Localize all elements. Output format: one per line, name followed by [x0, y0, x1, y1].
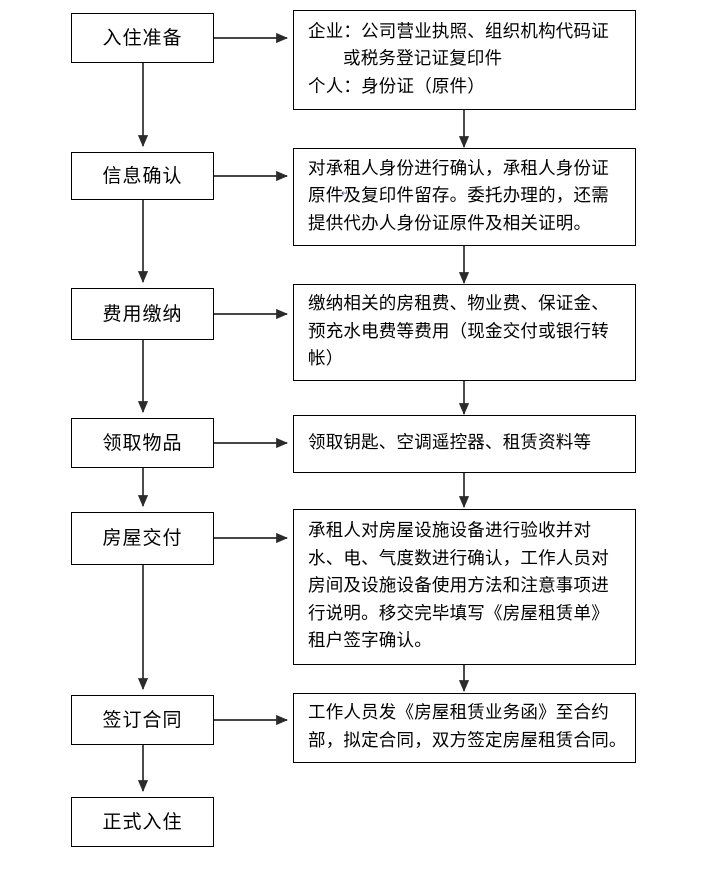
detail-line: 个人：身份证（原件） [308, 76, 485, 97]
detail-line: 工作人员发《房屋租赁业务函》至合约 [308, 703, 609, 724]
detail-line: 对承租人身份进行确认，承租人身份证 [308, 158, 609, 179]
detail-line: 领取钥匙、空调遥控器、租赁资料等 [308, 433, 592, 454]
detail-line: 企业：公司营业执照、组织机构代码证 [308, 21, 609, 42]
stage-node-prepare[interactable]: 入住准备 [71, 13, 214, 63]
detail-line: 房间及设施设备使用方法和注意事项进 [308, 576, 609, 597]
detail-line: 行说明。移交完毕填写《房屋租赁单》 [308, 603, 609, 624]
stage-label-pickup: 领取物品 [102, 431, 183, 454]
stage-node-payment[interactable]: 费用缴纳 [71, 288, 214, 340]
detail-line: 水、电、气度数进行确认，工作人员对 [308, 548, 609, 569]
stage-label-handover: 房屋交付 [102, 527, 183, 550]
detail-line: 部，拟定合同，双方签定房屋租赁合同。 [308, 731, 627, 751]
stage-node-contract[interactable]: 签订合同 [71, 695, 214, 745]
stage-label-prepare: 入住准备 [102, 26, 183, 49]
detail-line: 租户签字确认。 [308, 631, 432, 652]
detail-node-contract[interactable]: 工作人员发《房屋租赁业务函》至合约 部，拟定合同，双方签定房屋租赁合同。 [293, 693, 636, 763]
detail-line: 缴纳相关的房租费、物业费、保证金、 [308, 294, 609, 315]
paragraph-mark-artifact: ↵ [341, 189, 349, 199]
stage-node-confirm[interactable]: 信息确认 [71, 152, 214, 200]
detail-line: 帐） [308, 349, 344, 370]
detail-line: 预充水电费等费用（现金交付或银行转 [308, 321, 609, 342]
stage-label-confirm: 信息确认 [102, 164, 183, 187]
stage-node-handover[interactable]: 房屋交付 [71, 512, 214, 565]
detail-node-handover[interactable]: 承租人对房屋设施设备进行验收并对 水、电、气度数进行确认，工作人员对 房间及设施… [293, 509, 636, 665]
detail-line: 或税务登记证复印件 [343, 49, 503, 70]
stage-label-contract: 签订合同 [102, 708, 183, 731]
stage-label-movein: 正式入住 [102, 810, 183, 833]
detail-node-confirm[interactable]: 对承租人身份进行确认，承租人身份证 原件及复印件留存。委托办理的，还需 提供代办… [293, 148, 636, 246]
detail-node-pickup[interactable]: 领取钥匙、空调遥控器、租赁资料等 [293, 415, 636, 473]
detail-line: 承租人对房屋设施设备进行验收并对 [308, 520, 592, 541]
stage-node-pickup[interactable]: 领取物品 [71, 418, 214, 468]
detail-line: 提供代办人身份证原件及相关证明。 [308, 213, 592, 234]
detail-line: 原件及复印件留存。委托办理的，还需 [308, 186, 609, 207]
stage-label-payment: 费用缴纳 [102, 302, 183, 325]
stage-node-movein[interactable]: 正式入住 [71, 797, 214, 847]
detail-node-prepare[interactable]: 企业：公司营业执照、组织机构代码证 或税务登记证复印件 个人：身份证（原件） [293, 10, 636, 110]
detail-node-payment[interactable]: 缴纳相关的房租费、物业费、保证金、 预充水电费等费用（现金交付或银行转 帐） [293, 284, 636, 381]
